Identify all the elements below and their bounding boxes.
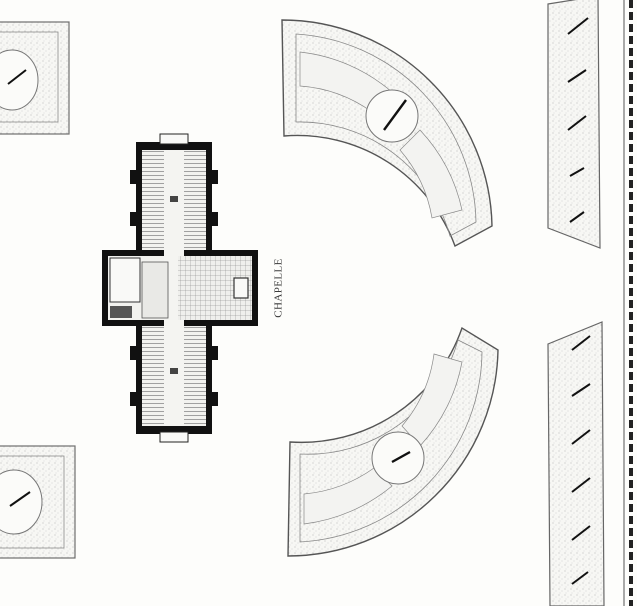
allee-strip-upper	[547, 0, 601, 249]
allee-strip-lower	[547, 321, 605, 606]
parterre-lower-semicircle	[287, 326, 499, 557]
chapel-floor-plan	[102, 133, 258, 443]
corner-parterre-upper-left	[0, 21, 70, 135]
map-border	[623, 0, 633, 606]
parterre-upper-semicircle	[281, 19, 493, 248]
corner-parterre-lower-left	[0, 445, 76, 559]
